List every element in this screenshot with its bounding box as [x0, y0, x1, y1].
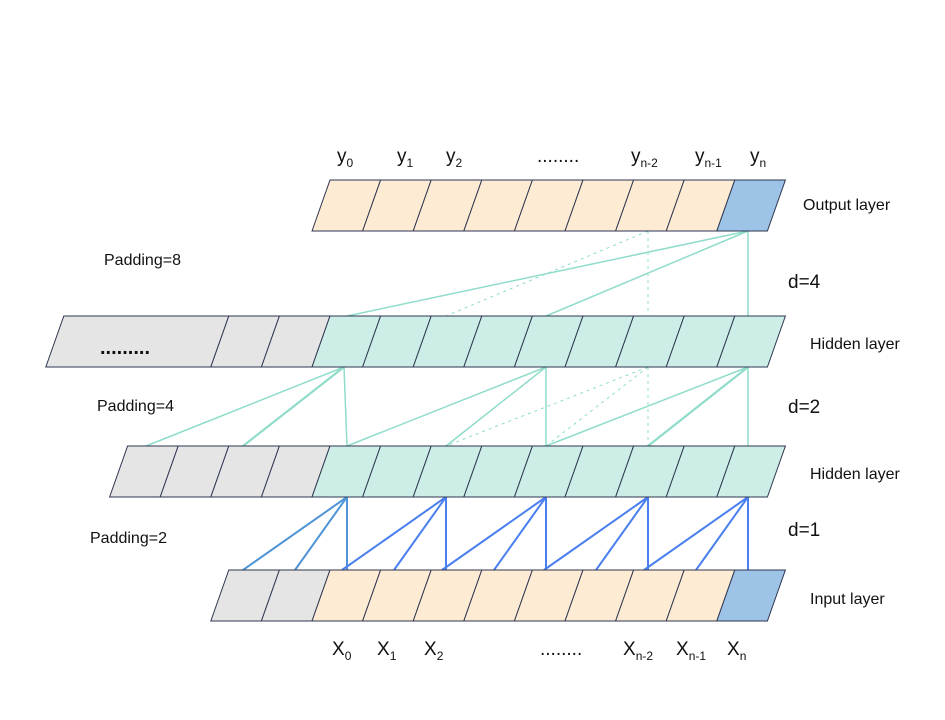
output-label-base: y [337, 146, 347, 167]
connection-line [493, 496, 547, 571]
input-label-5: Xn-1 [676, 639, 706, 663]
padding-2-label: Padding=2 [90, 530, 167, 547]
connections [145, 230, 749, 571]
output-current-cell [716, 179, 787, 232]
input-label-base: X [727, 639, 740, 660]
padding-ellipsis: ......... [100, 337, 150, 359]
connection-line [341, 496, 447, 571]
dilation-4-label: d=4 [788, 272, 821, 293]
connection-line [445, 366, 649, 447]
connection-line [441, 496, 547, 571]
input-label-base: X [377, 639, 390, 660]
output-label-base: y [695, 146, 705, 167]
connection-line [647, 366, 749, 447]
output-label-2: y2 [446, 146, 463, 170]
padding-4-label: Padding=4 [97, 398, 174, 415]
input-label-subscript: 1 [390, 649, 397, 663]
input-label-3: ........ [540, 639, 582, 660]
connection-line [545, 230, 749, 317]
output-label-subscript: n [760, 156, 767, 170]
input-current-cell [716, 569, 787, 622]
input-label-subscript: n-1 [689, 649, 707, 663]
padding-8-label: Padding=8 [104, 252, 181, 269]
output-layer-label: Output layer [803, 197, 891, 214]
input-label-subscript: n-2 [636, 649, 654, 663]
connection-line [346, 366, 547, 447]
connection-line [545, 366, 749, 447]
connection-line [393, 496, 447, 571]
input-label-subscript: 2 [437, 649, 444, 663]
hidden-cell [716, 315, 787, 368]
connection-line [294, 496, 348, 571]
input-label-2: X2 [424, 639, 444, 663]
output-label-subscript: n-1 [705, 156, 723, 170]
output-label-base: ........ [537, 146, 579, 167]
output-label-base: y [446, 146, 456, 167]
connection-line [543, 496, 649, 571]
dilation-2-label: d=2 [788, 397, 820, 418]
connection-line [643, 496, 749, 571]
input-label-subscript: n [740, 649, 747, 663]
input-label-6: Xn [727, 639, 746, 663]
output-label-subscript: n-2 [641, 156, 659, 170]
output-label-subscript: 1 [407, 156, 414, 170]
input-label-0: X0 [332, 639, 352, 663]
output-label-6: yn [750, 146, 766, 170]
input-layer-label: Input layer [810, 591, 885, 608]
output-label-base: y [397, 146, 407, 167]
layer-cells [45, 179, 787, 622]
hidden-layer-2-label: Hidden layer [810, 466, 901, 483]
input-label-base: X [623, 639, 636, 660]
input-label-base: X [332, 639, 345, 660]
connection-line [242, 496, 348, 571]
connection-line [695, 496, 749, 571]
output-label-subscript: 2 [456, 156, 463, 170]
connection-line [445, 366, 547, 447]
input-label-base: X [676, 639, 689, 660]
output-label-0: y0 [337, 146, 354, 170]
connection-line [343, 366, 348, 447]
hidden-cell [716, 445, 787, 498]
output-label-subscript: 0 [347, 156, 354, 170]
input-label-base: X [424, 639, 437, 660]
output-label-base: y [631, 146, 641, 167]
connection-line [545, 366, 649, 447]
input-label-1: X1 [377, 639, 397, 663]
input-label-base: ........ [540, 639, 582, 660]
output-label-1: y1 [397, 146, 414, 170]
connection-line [445, 230, 649, 317]
connection-line [346, 230, 749, 317]
dilation-1-label: d=1 [788, 520, 820, 541]
connection-line [242, 366, 345, 447]
connection-line [595, 496, 649, 571]
input-label-subscript: 0 [345, 649, 352, 663]
output-label-4: yn-2 [631, 146, 658, 170]
output-label-5: yn-1 [695, 146, 722, 170]
input-label-4: Xn-2 [623, 639, 653, 663]
hidden-layer-1-label: Hidden layer [810, 336, 901, 353]
connection-line [145, 366, 345, 447]
output-label-3: ........ [537, 146, 579, 167]
output-label-base: y [750, 146, 760, 167]
